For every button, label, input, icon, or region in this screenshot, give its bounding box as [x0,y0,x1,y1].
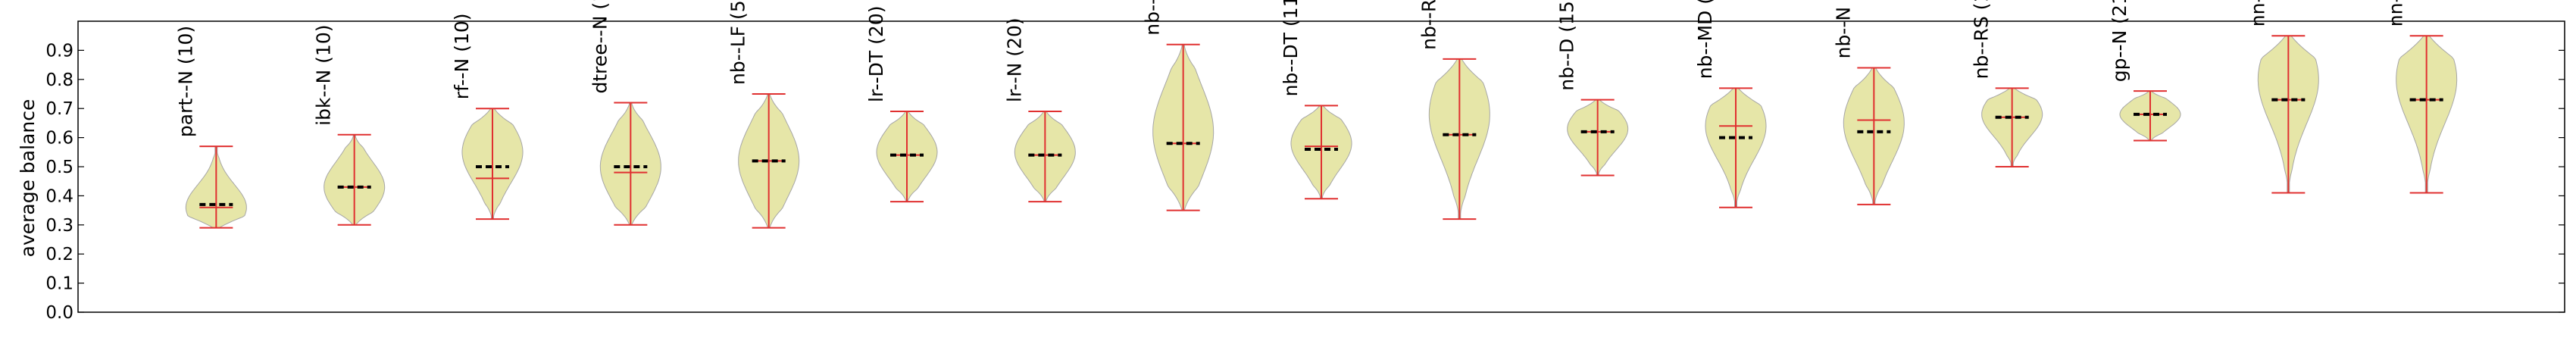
category-label: lr--DT (20) [865,6,887,102]
y-tick-label: 0.1 [45,274,73,294]
category-label: nn--N (74) [2385,0,2407,27]
violin-group: ibk--N (10) [313,24,386,226]
violin-group: nb--F (84) [1142,0,1215,211]
violin-group: dtree--N (10) [589,0,661,226]
violin-group: nn--N (74) [2385,0,2458,194]
violin-group: nb--N (13) [1832,0,1905,205]
violin-group: lr--DT (20) [865,6,938,203]
category-label: dtree--N (10) [589,0,611,94]
y-axis-label: average balance [17,99,39,258]
category-label: nb--DT (11) [1280,0,1302,96]
violin-group: part--N (10) [174,26,247,229]
violin-group: gp--N (21) [2109,0,2181,142]
category-label: rf--N (10) [451,13,473,99]
category-label: nb--D (15) [1556,0,1578,91]
category-label: ibk--N (10) [313,24,335,125]
violin-group: nb--LF (54) [727,0,800,229]
category-label: nn--DT (74) [2246,0,2268,27]
y-tick-label: 0.8 [45,70,73,90]
category-label: nb--F (84) [1142,0,1164,36]
y-tick-label: 0.0 [45,303,73,323]
violin-group: nb--RS (15) [1971,0,2043,167]
violin-group: nb--DT (11) [1280,0,1352,200]
category-label: nb--N (13) [1832,0,1854,58]
violins: part--N (10) ibk--N (10) rf--N (10) dtree--… [174,0,2458,229]
category-label: part--N (10) [174,26,196,137]
violin-group: nb--RW (72) [1418,0,1490,221]
y-tick-label: 0.5 [45,158,73,177]
category-label: nb--LF (54) [727,0,749,85]
violin-group: nb--D (15) [1556,0,1629,177]
category-label: nb--RS (15) [1971,0,1993,79]
y-tick-label: 0.7 [45,99,73,119]
category-label: gp--N (21) [2109,0,2131,82]
y-tick-label: 0.2 [45,245,73,264]
category-label: nb--RW (72) [1418,0,1440,50]
category-label: nb--MD (30) [1694,0,1716,79]
y-tick-label: 0.4 [45,186,73,206]
violin-group: lr--N (20) [1003,17,1076,203]
y-tick-label: 0.9 [45,41,73,61]
violin-group: rf--N (10) [451,13,524,221]
y-tick-label: 0.6 [45,129,73,149]
violin-group: nn--DT (74) [2246,0,2319,194]
violin-group: nb--MD (30) [1694,0,1767,208]
y-tick-label: 0.3 [45,216,73,236]
category-label: lr--N (20) [1003,17,1025,102]
y-axis: 0.0 0.1 0.2 0.3 0.4 0.5 0.6 0.7 0.8 0.9 [45,41,2565,323]
